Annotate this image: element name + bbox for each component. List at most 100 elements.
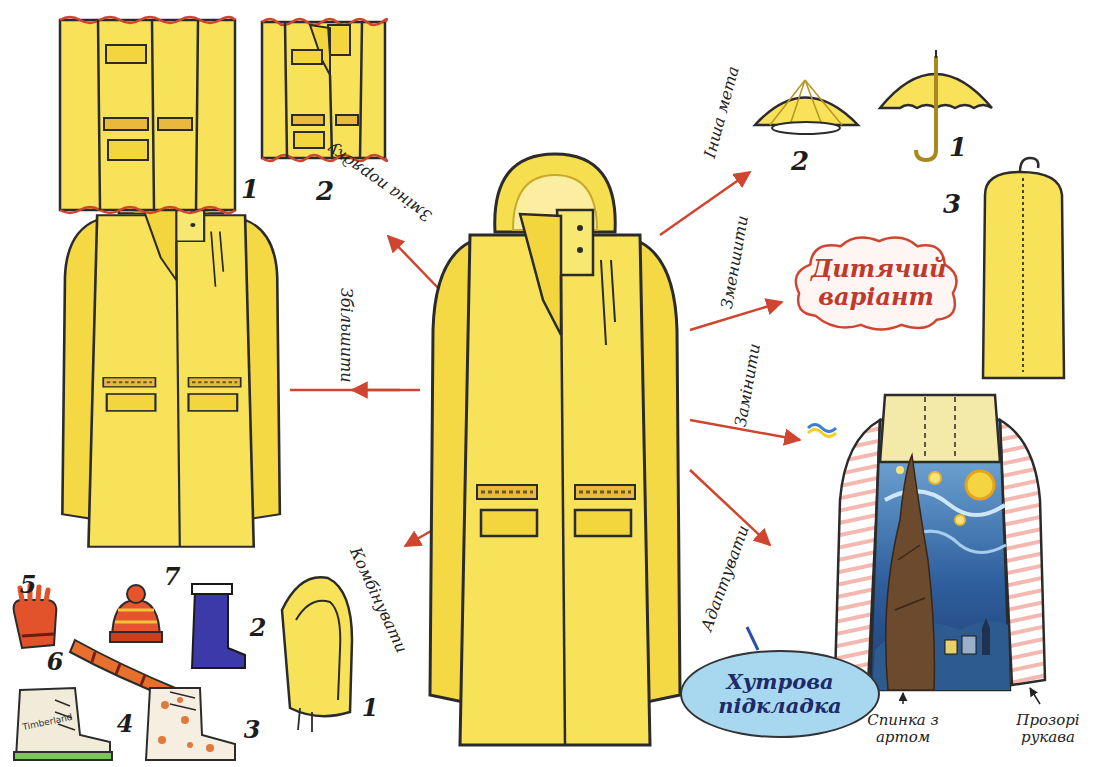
arrows (352, 389, 400, 392)
coat-piece-1 (60, 17, 235, 23)
umbrellas (772, 122, 840, 134)
cloud-outline (796, 238, 957, 330)
branch-label: Збільшити (336, 288, 354, 383)
branch-label: Замінити (732, 342, 765, 428)
accessories (206, 744, 214, 752)
umbrellas (935, 50, 937, 58)
art-jacket (896, 466, 904, 474)
callout-number: 7 (164, 563, 181, 591)
branch-label: Зменшити (718, 214, 752, 310)
center-coat (430, 154, 680, 745)
coat-piece-2 (262, 19, 387, 161)
leader-lines (903, 688, 1040, 704)
callout-number: 4 (117, 710, 134, 738)
art-jacket (945, 640, 957, 654)
accessories (14, 752, 112, 760)
art-jacket (886, 455, 935, 690)
callout-number: 1 (949, 133, 967, 163)
accessories (110, 632, 162, 642)
coat-piece-2 (336, 115, 358, 125)
accessories (14, 600, 57, 648)
branch-label: Інша мета (701, 64, 743, 160)
arrows (690, 470, 770, 545)
coat-piece-2 (292, 50, 322, 64)
arrows (808, 430, 836, 437)
node-text: Дитячий варіант (811, 255, 941, 310)
coat-piece-2 (262, 155, 387, 161)
accessories (158, 736, 166, 744)
umbrellas (916, 56, 936, 160)
node-text: Хутрова підкладка (705, 670, 855, 718)
arrows (747, 627, 758, 650)
accessories (192, 590, 245, 668)
annotation: Спинка з артом (863, 712, 943, 747)
accessories (115, 610, 157, 622)
accessories (16, 688, 110, 758)
art-jacket (966, 471, 994, 499)
coat-piece-1 (60, 17, 235, 213)
accessories (192, 584, 232, 594)
hood (282, 577, 352, 732)
coat-piece-2 (292, 115, 324, 125)
long-coat (62, 163, 280, 547)
art-jacket (955, 515, 965, 525)
annotation: Прозорі рукава (996, 712, 1100, 747)
hood (282, 577, 352, 716)
accessories (187, 742, 193, 748)
long-coat (62, 163, 280, 547)
art-jacket (982, 618, 990, 655)
coat-piece-1 (98, 20, 198, 210)
callout-number: 1 (362, 694, 379, 722)
coat-piece-1 (158, 118, 192, 130)
accessories (14, 584, 245, 760)
umbrellas (770, 80, 842, 125)
umbrellas (755, 98, 858, 126)
callout-number: 5 (20, 571, 37, 599)
ellipse-shape: Хутрова підкладка (680, 650, 880, 738)
art-jacket (962, 636, 976, 654)
hood (298, 708, 312, 732)
accessories (146, 688, 235, 760)
garment-bag (1022, 178, 1024, 372)
callout-number: 2 (791, 147, 809, 177)
branch-label: Адаптувати (697, 523, 752, 633)
callout-number: 3 (943, 190, 961, 220)
garment-bag (983, 172, 1064, 378)
accessories (127, 585, 145, 603)
garment-bag (983, 158, 1064, 378)
callout-number: 2 (316, 177, 334, 207)
callout-number: 3 (244, 716, 261, 744)
callout-number: 1 (241, 175, 259, 205)
coat-piece-1 (106, 45, 146, 63)
coat-piece-2 (262, 22, 385, 158)
art-jacket (925, 397, 955, 460)
leader-lines (1030, 688, 1040, 704)
coat-piece-1 (60, 20, 235, 210)
branch-label: Комбінувати (346, 544, 411, 655)
cloud-shape: Дитячий варіант (790, 232, 962, 334)
accessories (177, 697, 183, 703)
center-coat (430, 154, 680, 745)
coat-piece-1 (108, 140, 148, 160)
coat-piece-2 (294, 132, 324, 148)
accessories (22, 634, 54, 636)
accessories (181, 716, 189, 724)
arrows (290, 389, 420, 392)
art-jacket (895, 545, 925, 610)
coat-piece-2 (285, 22, 362, 158)
art-jacket (929, 472, 941, 484)
accessories (161, 701, 169, 709)
coat-piece-1 (60, 207, 235, 213)
coat-piece-2 (262, 19, 387, 25)
garment-bag (1020, 158, 1038, 172)
coat-piece-1 (104, 118, 148, 130)
leader-lines (902, 693, 904, 704)
hood (296, 601, 340, 700)
art-jacket (835, 395, 1045, 690)
callout-number: 6 (47, 648, 64, 676)
callout-number: 2 (250, 614, 267, 642)
arrows (388, 236, 440, 290)
accessories (170, 692, 196, 710)
